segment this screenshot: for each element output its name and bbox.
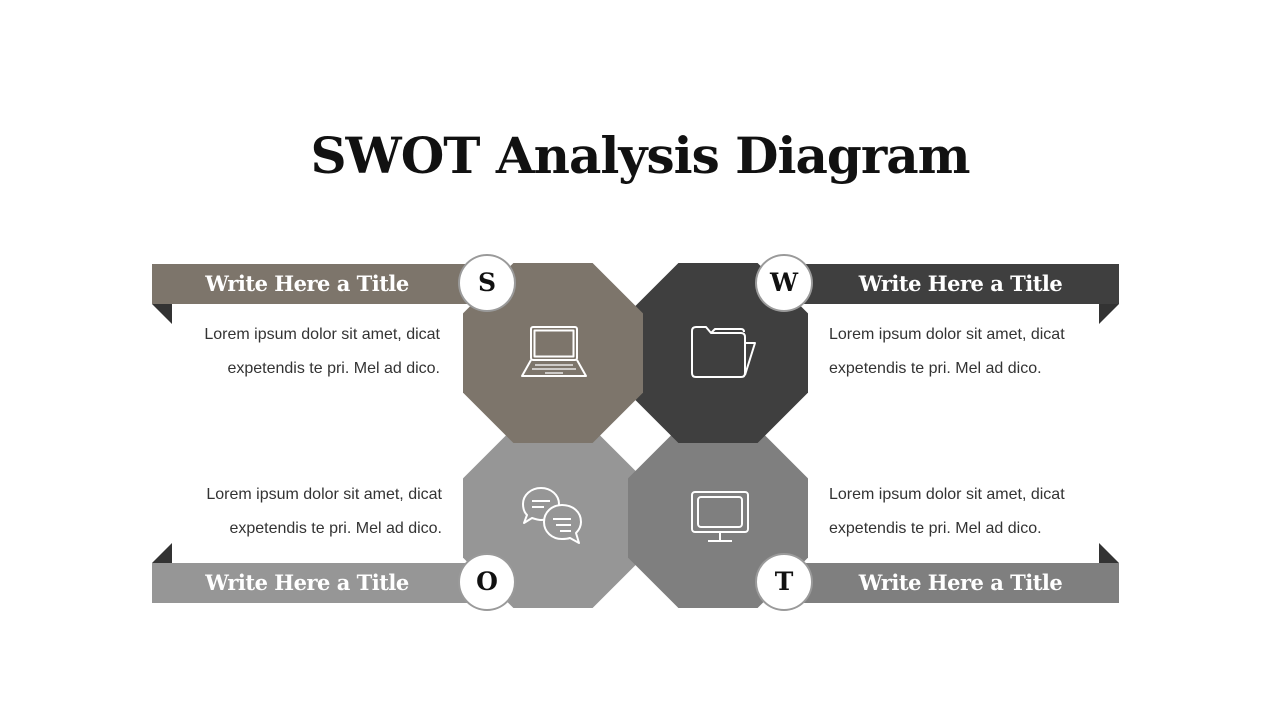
- banner-threats-fold: [1099, 543, 1119, 563]
- banner-opportunities-title: Write Here a Title: [205, 570, 409, 595]
- banner-opportunities-fold: [152, 543, 172, 563]
- banner-strengths-fold: [152, 304, 172, 324]
- banner-opportunities: Write Here a Title: [152, 563, 482, 603]
- chat-bubbles-icon: [519, 485, 585, 549]
- letter-circle-s: S: [460, 256, 514, 310]
- strengths-description: Lorem ipsum dolor sit amet, dicat expete…: [204, 326, 440, 377]
- weaknesses-description: Lorem ipsum dolor sit amet, dicat expete…: [829, 326, 1065, 377]
- banner-weaknesses-fold: [1099, 304, 1119, 324]
- laptop-icon: [519, 325, 589, 381]
- banner-threats: Write Here a Title: [800, 563, 1119, 603]
- banner-weaknesses-title: Write Here a Title: [858, 271, 1063, 296]
- banner-threats-title: Write Here a Title: [858, 570, 1063, 595]
- opportunities-description: Lorem ipsum dolor sit amet, dicat expete…: [206, 486, 442, 537]
- letter-circle-t: T: [757, 555, 811, 609]
- banner-strengths: Write Here a Title: [152, 264, 482, 304]
- folder-icon: [689, 325, 759, 380]
- banner-strengths-title: Write Here a Title: [205, 271, 409, 296]
- banner-weaknesses: Write Here a Title: [800, 264, 1119, 304]
- threats-description: Lorem ipsum dolor sit amet, dicat expete…: [829, 486, 1065, 537]
- letter-circle-o: O: [460, 555, 514, 609]
- monitor-icon: [688, 488, 752, 548]
- letter-circle-w: W: [757, 256, 811, 310]
- slide-title: SWOT Analysis Diagram: [310, 126, 970, 185]
